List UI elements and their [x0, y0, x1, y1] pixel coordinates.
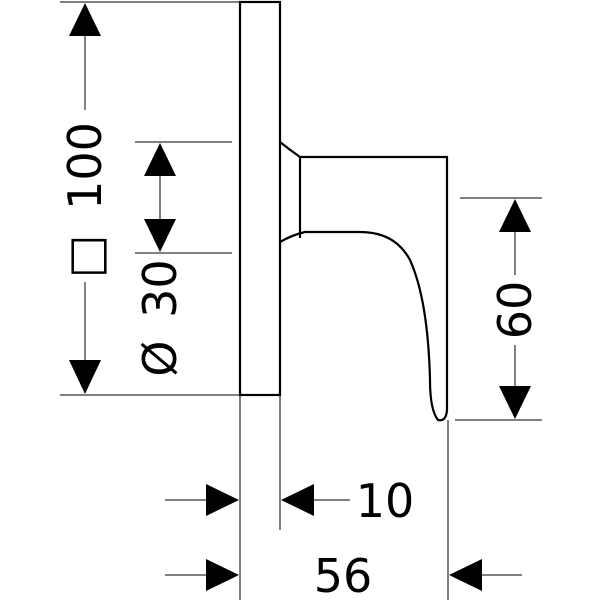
- handle-height-value: 60: [488, 281, 542, 340]
- svg-text:Ø 30: Ø 30: [133, 259, 187, 376]
- total-depth-value: 56: [314, 549, 373, 600]
- dimension-plate-diameter: Ø 30: [133, 143, 187, 377]
- dimension-handle-height: 60: [488, 199, 542, 419]
- wall-plate: [238, 0, 282, 397]
- dimension-plate-size: □ 100: [58, 3, 112, 394]
- square-symbol: □: [58, 234, 112, 277]
- diameter-symbol: Ø: [133, 340, 187, 376]
- plate-depth-value: 10: [356, 474, 415, 528]
- extension-lines: [60, 1, 542, 600]
- plate-size-value: 100: [58, 122, 112, 210]
- dimension-total-depth: 56: [165, 549, 522, 600]
- dimension-plate-depth: 10: [165, 474, 414, 528]
- plate-diameter-value: 30: [133, 259, 187, 318]
- handle-body: [279, 141, 449, 422]
- svg-text:□ 100: □ 100: [58, 122, 112, 278]
